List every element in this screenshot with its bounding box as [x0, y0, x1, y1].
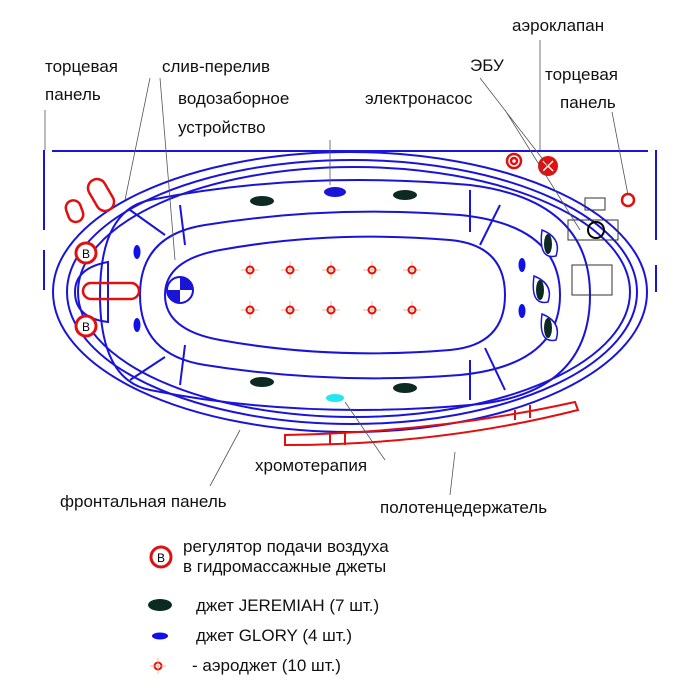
- aerojet-cross: [322, 301, 340, 319]
- aerojet-icon: [245, 265, 255, 275]
- aerojet-icon: [367, 265, 377, 275]
- aerojet-cross: [403, 261, 421, 279]
- svg-text:В: В: [157, 551, 165, 565]
- towel-holder: [284, 400, 580, 447]
- legend-regulator-line2: в гидромассажные джеты: [183, 556, 387, 576]
- label-front-panel: фронтальная панель: [60, 492, 227, 511]
- aerojet-icon: [285, 305, 295, 315]
- aerojet-cross: [281, 301, 299, 319]
- jeremiah-jet-icon: [536, 280, 544, 300]
- label-drain-overflow: слив-перелив: [162, 57, 271, 76]
- legend-jeremiah: джет JEREMIAH (7 шт.): [196, 596, 380, 615]
- label-end-panel-left: торцевая: [45, 57, 119, 76]
- end-panel-outline: [43, 150, 657, 292]
- drain-overflow: [166, 276, 194, 304]
- glory-jet-icon: [133, 318, 141, 332]
- headrest: [73, 260, 109, 324]
- aerojet-icon: [407, 265, 417, 275]
- label-chromotherapy: хромотерапия: [255, 456, 368, 475]
- label-water-intake-2: устройство: [178, 118, 266, 137]
- legend-regulator-icon: [149, 545, 173, 569]
- jeremiah-jet-icon: [250, 377, 274, 387]
- tub-basin: [138, 210, 562, 380]
- legend-aerojet-icon: [150, 658, 166, 674]
- glory-jet-icon: [518, 258, 526, 272]
- label-water-intake: водозаборное: [178, 89, 290, 108]
- regulator-icon: В В: [74, 241, 98, 338]
- drain-handle: [81, 281, 141, 301]
- aerojet-icon: [367, 305, 377, 315]
- legend-glory: джет GLORY (4 шт.): [196, 626, 353, 645]
- aerojet-icon: [326, 305, 336, 315]
- aerojet-cross: [363, 261, 381, 279]
- tub-floor: [163, 235, 507, 355]
- jeremiah-jet-icon: [544, 318, 552, 338]
- label-end-panel-right: торцевая: [545, 65, 619, 84]
- legend-regulator-line1: регулятор подачи воздуха: [183, 537, 389, 556]
- aerojet-icon: [407, 305, 417, 315]
- water-intake-icon: [324, 187, 346, 197]
- svg-text:В: В: [82, 247, 90, 261]
- aerojet-cross: [241, 261, 259, 279]
- glory-jet-icon: [133, 245, 141, 259]
- jeremiah-jet-icon: [544, 234, 552, 254]
- legend-regulator-text: регулятор подачи воздуха в гидромассажны…: [183, 537, 389, 576]
- glory-jet-icon: [518, 304, 526, 318]
- aerojet-cross: [322, 261, 340, 279]
- air-valve-icon: [620, 192, 636, 208]
- legend-glory-icon: [152, 632, 168, 640]
- label-towel-holder: полотенцедержатель: [380, 498, 548, 517]
- label-end-panel-right-2: панель: [560, 93, 616, 112]
- aerojet-icon: [326, 265, 336, 275]
- jeremiah-jet-icon: [250, 196, 274, 206]
- legend-jeremiah-icon: [148, 599, 172, 611]
- label-air-valve: аэроклапан: [512, 16, 605, 35]
- aerojet-cross: [403, 301, 421, 319]
- label-end-panel-left-2: панель: [45, 85, 101, 104]
- svg-text:В: В: [82, 320, 90, 334]
- legend-aerojet: - аэроджет (10 шт.): [192, 656, 341, 675]
- pump-icon: [567, 197, 619, 296]
- aerojet-icon: [245, 305, 255, 315]
- aerojet-icon: [285, 265, 295, 275]
- aerojet-cross: [281, 261, 299, 279]
- aerojet-cross: [241, 301, 259, 319]
- jeremiah-jet-icon: [393, 383, 417, 393]
- label-pump: электронасос: [365, 89, 473, 108]
- label-ecu: ЭБУ: [470, 56, 504, 75]
- aerojet-cross: [363, 301, 381, 319]
- jeremiah-jet-icon: [393, 190, 417, 200]
- chromotherapy-light-icon: [326, 394, 344, 402]
